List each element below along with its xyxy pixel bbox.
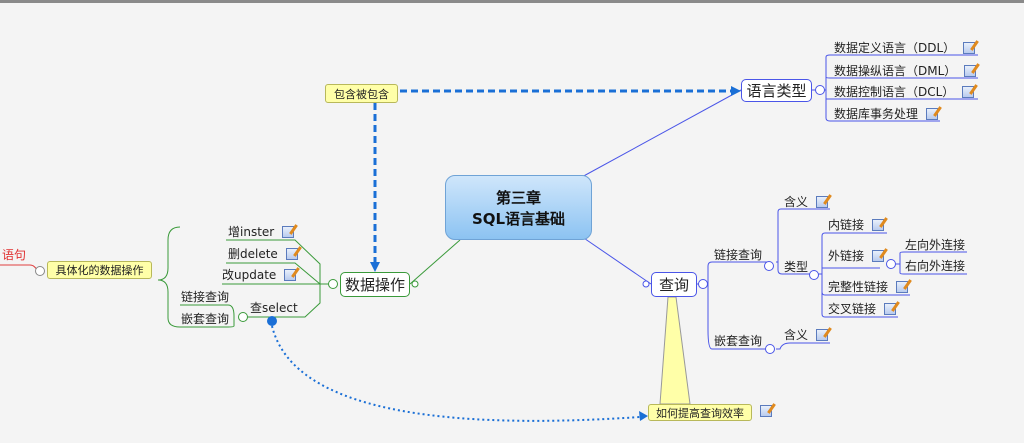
topic-outer-join[interactable]: 外链接 xyxy=(828,248,885,264)
callout-relation[interactable]: 包含被包含 xyxy=(325,84,398,103)
note-icon[interactable] xyxy=(962,86,975,98)
note-icon[interactable] xyxy=(816,329,829,341)
central-title: 第三章 xyxy=(495,188,541,207)
note-icon[interactable] xyxy=(964,65,977,77)
note-icon[interactable] xyxy=(816,196,829,208)
topic-data-ops[interactable]: 数据操作 xyxy=(340,272,410,297)
topic-select[interactable]: 查select xyxy=(250,301,298,315)
topic-left-outer[interactable]: 左向外连接 xyxy=(905,238,966,252)
note-icon[interactable] xyxy=(926,108,939,120)
topic-insert[interactable]: 增inster xyxy=(228,224,295,240)
topic-update[interactable]: 改update xyxy=(222,267,297,283)
topic-inner-join[interactable]: 内链接 xyxy=(828,217,885,233)
topic-query[interactable]: 查询 xyxy=(651,272,697,297)
note-icon[interactable] xyxy=(284,269,297,281)
window-top-border xyxy=(0,0,1024,3)
topic-join-meaning[interactable]: 含义 xyxy=(784,194,829,210)
topic-right-outer[interactable]: 右向外连接 xyxy=(905,259,966,273)
note-icon[interactable] xyxy=(285,248,298,260)
note-icon[interactable] xyxy=(760,405,772,417)
topic-select-join[interactable]: 链接查询 xyxy=(181,290,230,304)
callout-concrete-ops[interactable]: 具体化的数据操作 xyxy=(47,261,152,279)
topic-nested-meaning[interactable]: 含义 xyxy=(784,327,829,343)
note-icon[interactable] xyxy=(872,219,885,231)
central-subtitle: SQL语言基础 xyxy=(471,209,566,228)
topic-full-join[interactable]: 完整性链接 xyxy=(828,279,909,295)
topic-nested-query[interactable]: 嵌套查询 xyxy=(714,334,763,348)
callout-efficiency[interactable]: 如何提高查询效率 xyxy=(648,404,752,421)
topic-dcl[interactable]: 数据控制语言（DCL） xyxy=(834,84,975,100)
note-icon[interactable] xyxy=(896,281,909,293)
note-icon[interactable] xyxy=(963,42,976,54)
topic-statement[interactable]: 语句 xyxy=(2,248,27,262)
topic-language-types[interactable]: 语言类型 xyxy=(741,79,812,102)
topic-cross-join[interactable]: 交叉链接 xyxy=(828,301,897,317)
note-icon[interactable] xyxy=(282,226,295,238)
note-icon[interactable] xyxy=(884,303,897,315)
topic-delete[interactable]: 删delete xyxy=(228,246,298,262)
topic-ddl[interactable]: 数据定义语言（DDL） xyxy=(834,40,976,56)
note-icon[interactable] xyxy=(872,250,885,262)
topic-dml[interactable]: 数据操纵语言（DML） xyxy=(834,63,977,79)
topic-transaction[interactable]: 数据库事务处理 xyxy=(834,106,939,122)
topic-select-nested[interactable]: 嵌套查询 xyxy=(181,312,230,326)
topic-join-query[interactable]: 链接查询 xyxy=(714,248,763,262)
central-topic[interactable]: 第三章 SQL语言基础 xyxy=(445,175,592,240)
topic-join-type[interactable]: 类型 xyxy=(784,260,809,274)
